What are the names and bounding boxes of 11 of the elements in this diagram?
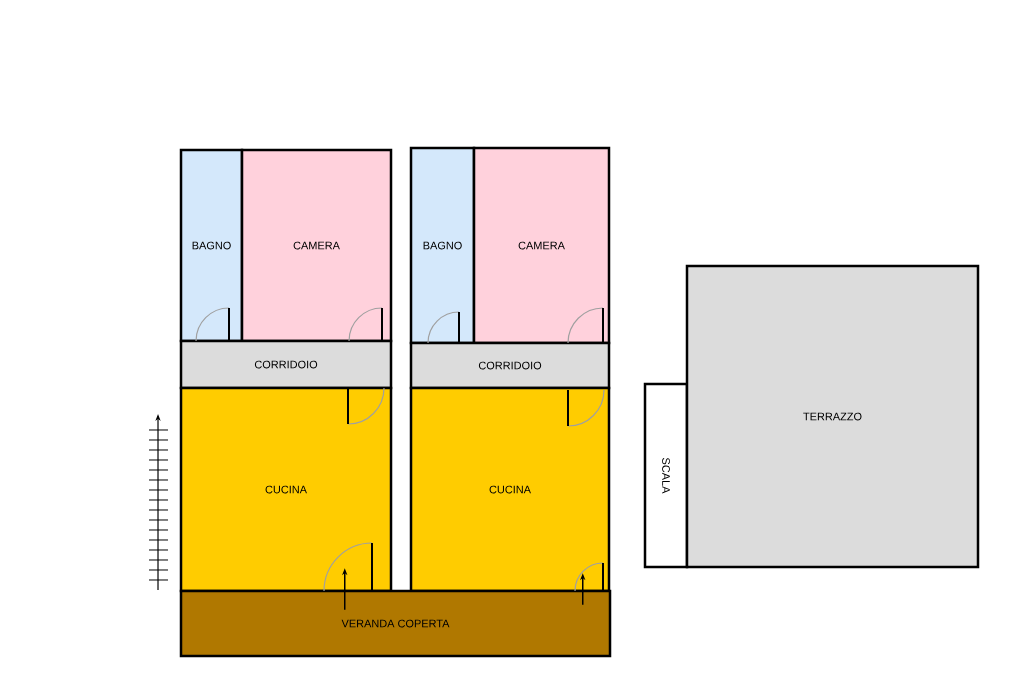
room: BAGNO [179,148,244,343]
room: CORRIDOIO [409,341,611,390]
room: TERRAZZO [685,264,980,569]
room: CAMERA [240,148,393,343]
room: BAGNO [409,146,476,345]
room: CUCINA [409,386,611,593]
room: CUCINA [179,386,393,593]
room: VERANDA COPERTA [179,589,612,658]
room: SCALA [643,382,689,569]
room: CORRIDOIO [179,339,393,390]
room: CAMERA [472,146,611,345]
